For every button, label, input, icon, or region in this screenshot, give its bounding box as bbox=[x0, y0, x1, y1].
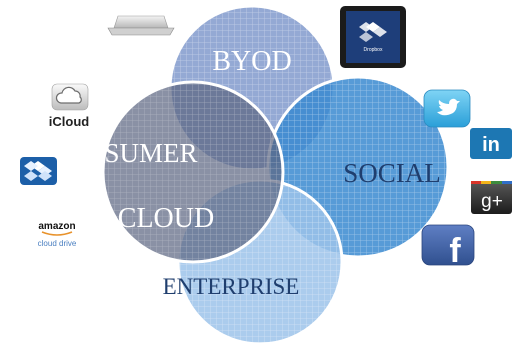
consumer-label-line2: CLOUD bbox=[118, 203, 214, 234]
google-plus-icon: g+ bbox=[471, 181, 512, 214]
icloud-icon: iCloud bbox=[49, 83, 89, 129]
social-label: SOCIAL bbox=[343, 158, 441, 188]
circle-consumer-cloud bbox=[101, 80, 285, 264]
linkedin-text: in bbox=[482, 134, 500, 156]
facebook-icon: f bbox=[421, 224, 475, 270]
linkedin-icon: in bbox=[470, 128, 512, 159]
tablet-dropbox-text: Dropbox bbox=[364, 47, 383, 53]
twitter-icon bbox=[423, 89, 471, 128]
consumer-label-line1: SUMER bbox=[104, 138, 197, 168]
cloud-drive-text: cloud drive bbox=[38, 239, 77, 248]
dropbox-icon bbox=[20, 157, 57, 185]
tablet-dropbox-logo bbox=[359, 22, 387, 42]
tablet-icon: Dropbox bbox=[340, 6, 406, 68]
amazon-cloud-drive-icon: amazon cloud drive bbox=[38, 221, 77, 248]
byod-label: BYOD bbox=[212, 46, 291, 77]
icloud-label: iCloud bbox=[49, 114, 89, 129]
laptop-icon bbox=[107, 15, 175, 36]
amazon-text: amazon bbox=[38, 221, 75, 232]
enterprise-label: ENTERPRISE bbox=[163, 274, 300, 299]
facebook-text: f bbox=[449, 232, 461, 270]
google-plus-text: g+ bbox=[481, 191, 503, 212]
